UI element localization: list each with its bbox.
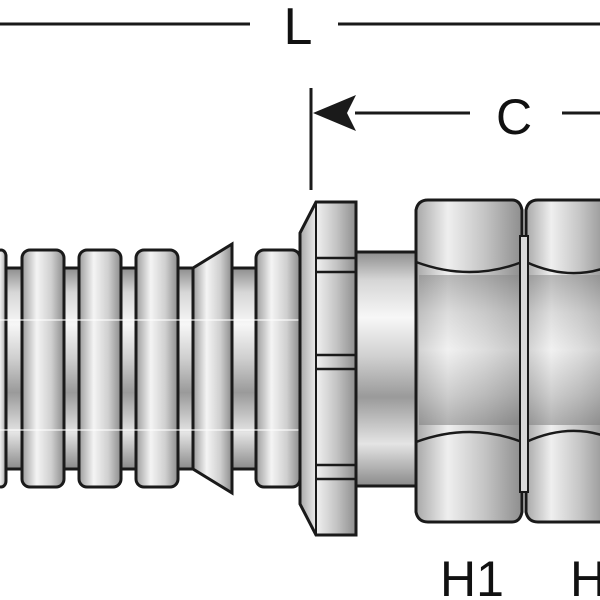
stem-rib	[20, 248, 66, 489]
dimension-c	[309, 88, 600, 190]
stem-ribs	[0, 241, 302, 496]
hex-h1	[414, 198, 524, 524]
dimension-c-arrowhead	[313, 95, 356, 131]
hex-h2-label: H	[570, 551, 600, 600]
ferrule	[298, 200, 422, 537]
hex-h1-label: H1	[440, 551, 504, 600]
dimension-c-label: C	[496, 89, 532, 145]
hex-gap	[519, 235, 529, 493]
stem-rib	[134, 248, 180, 489]
stem-rib	[0, 248, 8, 489]
hex-h2	[524, 198, 600, 524]
ferrule-tube	[354, 250, 422, 488]
stem-shading	[0, 319, 310, 431]
stem-rib	[77, 248, 123, 489]
stem-collar	[254, 248, 302, 489]
dimension-l-label: L	[284, 0, 313, 56]
stem-barb	[191, 241, 234, 496]
